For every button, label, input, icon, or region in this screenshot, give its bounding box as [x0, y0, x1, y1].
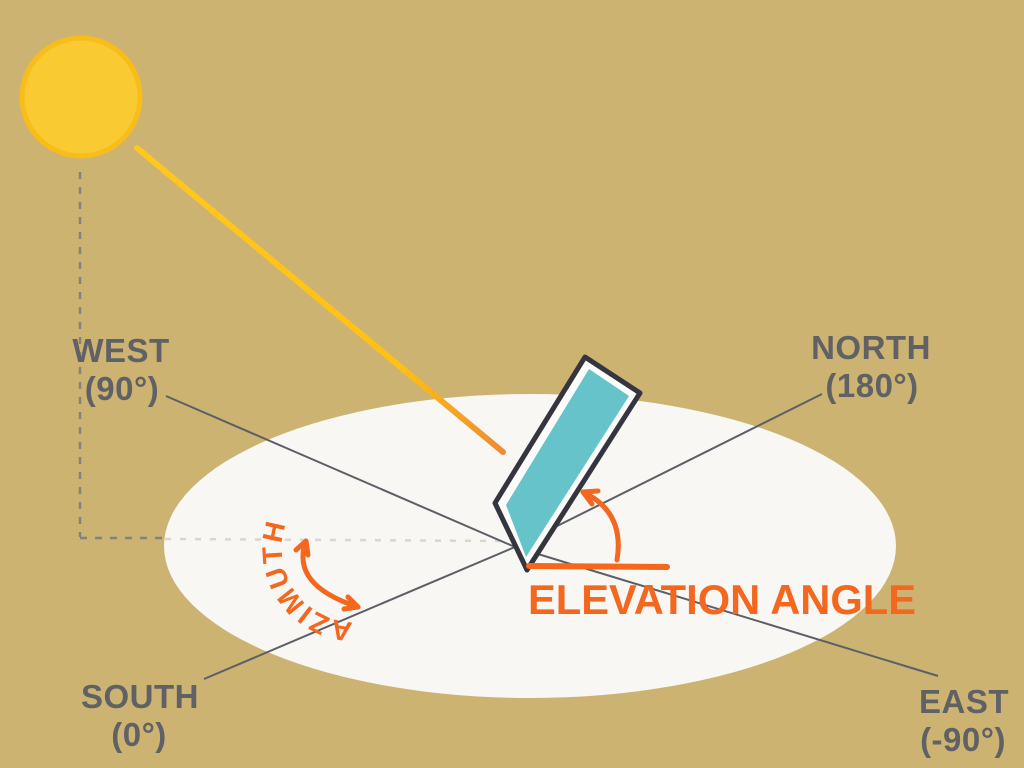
sun-ray: [134, 145, 506, 455]
east-angle: (-90°): [920, 721, 1006, 758]
axis-line-west: [165, 395, 516, 548]
north-angle: (180°): [825, 367, 918, 404]
azimuth-arrow: [293, 538, 361, 612]
sun-icon: [19, 35, 143, 159]
compass-label-west: WEST (90°): [72, 332, 169, 407]
solar-panel-icon: [492, 354, 643, 573]
panel-surface: [506, 369, 629, 557]
elevation-baseline: [526, 563, 670, 570]
elevation-angle-arrowhead: [580, 488, 601, 507]
south-name: SOUTH: [81, 678, 199, 715]
ground-dashed-line-light: [164, 537, 509, 543]
elevation-angle-arc: [526, 488, 670, 570]
east-name: EAST: [919, 683, 1009, 720]
compass-label-north: NORTH (180°): [811, 329, 931, 404]
south-angle: (0°): [111, 716, 167, 753]
north-name: NORTH: [811, 329, 931, 366]
west-name: WEST: [72, 332, 169, 369]
axis-line-north: [514, 393, 823, 548]
west-angle: (90°): [85, 370, 159, 407]
compass-label-south: SOUTH (0°): [81, 678, 199, 753]
elevation-angle-label: ELEVATION ANGLE: [528, 576, 916, 623]
compass-label-east: EAST (-90°): [919, 683, 1009, 758]
axis-line-south: [203, 546, 516, 680]
